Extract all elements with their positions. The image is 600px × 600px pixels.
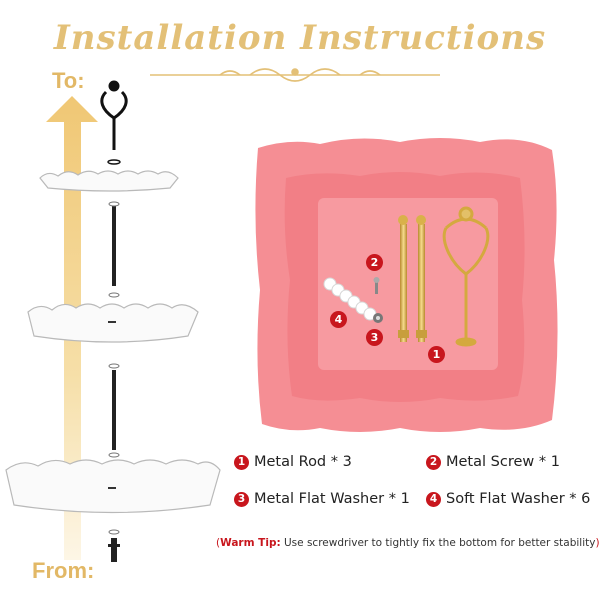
photo-marker-soft-washer: 4 [330, 311, 347, 328]
gold-handle [442, 206, 490, 347]
part-number-badge: 2 [426, 454, 441, 470]
top-handle [100, 80, 128, 165]
part-item-soft-flat-washer: 4 Soft Flat Washer * 6 [426, 491, 590, 507]
part-number-badge: 3 [234, 491, 249, 507]
part-number-badge: 1 [234, 454, 249, 470]
warm-tip-prefix: Warm Tip: [220, 537, 281, 549]
part-label: Soft Flat Washer * 6 [446, 491, 591, 507]
soft-washers [323, 277, 377, 321]
small-screw [373, 277, 380, 294]
title-ornament [150, 68, 440, 82]
metal-flat-washer [373, 313, 383, 323]
warm-tip: (Warm Tip: Use screwdriver to tightly fi… [216, 537, 600, 549]
photo-marker-rod: 1 [428, 346, 445, 363]
page-title: Installation Instructions [53, 18, 547, 58]
tier-bottom-plate [5, 459, 221, 514]
photo-marker-screw: 2 [366, 254, 383, 271]
warm-tip-text: Use screwdriver to tightly fix the botto… [284, 537, 596, 549]
part-label: Metal Flat Washer * 1 [254, 491, 410, 507]
tier-middle-plate [27, 303, 199, 343]
part-label: Metal Rod * 3 [254, 454, 352, 470]
part-item-metal-rod: 1 Metal Rod * 3 [234, 454, 352, 470]
part-label: Metal Screw * 1 [446, 454, 560, 470]
photo-marker-metal-washer: 3 [366, 329, 383, 346]
bottom-screw [108, 529, 120, 562]
part-item-metal-screw: 2 Metal Screw * 1 [426, 454, 560, 470]
part-item-metal-flat-washer: 3 Metal Flat Washer * 1 [234, 491, 410, 507]
gold-rods [398, 215, 427, 342]
from-label: From: [32, 558, 95, 583]
rod-lower [108, 363, 120, 458]
rod-upper [108, 201, 120, 298]
tier-top-plate [39, 170, 179, 192]
part-number-badge: 4 [426, 491, 441, 507]
to-label: To: [52, 68, 85, 93]
